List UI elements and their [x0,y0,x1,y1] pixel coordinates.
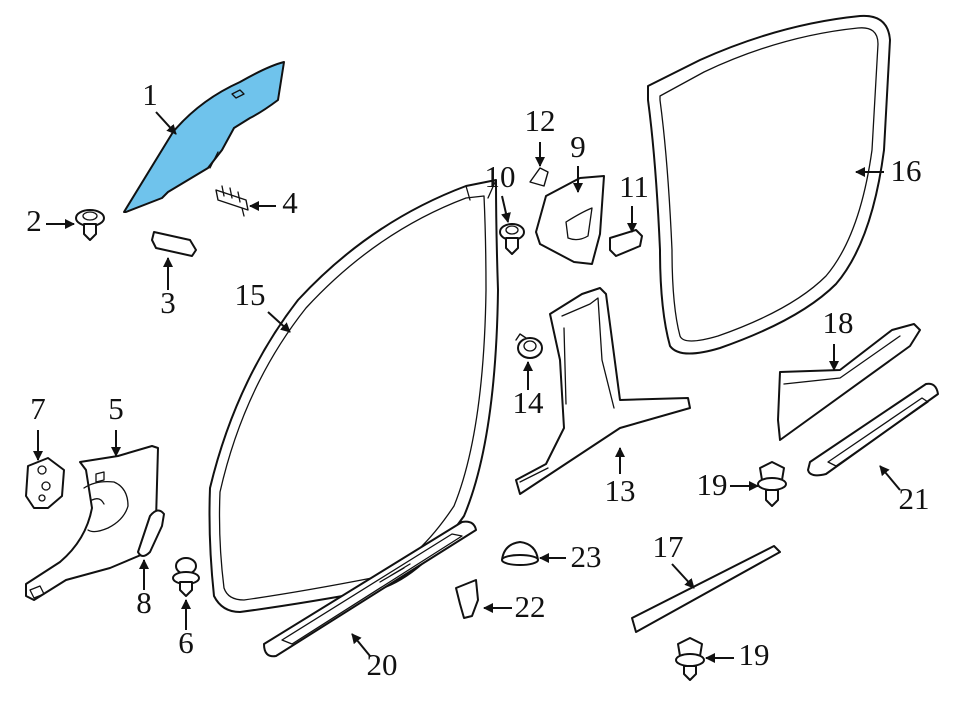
callout-1: 1 [142,77,158,112]
part-4-bracket[interactable] [215,185,249,217]
callout-22: 22 [515,589,546,624]
callout-2: 2 [26,203,42,238]
part-18-rear-sill-upper[interactable] [777,323,921,441]
leader-lines [33,111,901,663]
part-17-sill-strip[interactable] [631,545,781,633]
callout-7: 7 [30,391,46,426]
part-5-lower-trim[interactable] [25,445,159,601]
part-21-rear-sill-plate[interactable] [807,382,939,477]
leader-21 [879,465,901,491]
part-19-clip-lower[interactable] [675,637,705,681]
part-9-b-pillar-upper[interactable] [535,175,605,265]
callout-4: 4 [282,185,298,220]
callout-6: 6 [178,625,194,660]
part-23-grommet[interactable] [501,541,539,566]
part-22-clip[interactable] [455,579,479,619]
callout-20: 20 [367,647,398,682]
leader-15 [267,311,291,333]
callout-19b: 19 [739,637,770,672]
callout-17: 17 [653,529,684,564]
callout-19a: 19 [697,467,728,502]
callout-12: 12 [525,103,556,138]
part-13-b-pillar-lower[interactable] [515,287,691,495]
part-12-clip[interactable] [529,167,549,187]
part-10-clip[interactable] [499,223,525,255]
part-6-push-clip[interactable] [172,557,200,597]
callout-10: 10 [485,159,516,194]
callout-16: 16 [891,153,922,188]
part-7-bracket[interactable] [25,457,65,509]
callout-15: 15 [235,277,266,312]
part-2-clip[interactable] [75,209,105,241]
leader-10 [501,195,511,223]
callout-9: 9 [570,129,586,164]
part-1-a-pillar-trim[interactable] [123,61,285,213]
callout-13: 13 [605,473,636,508]
part-8-seal[interactable] [137,509,165,557]
callout-8: 8 [136,585,152,620]
callout-labels: 1 2 3 4 5 6 7 8 9 10 11 12 13 14 15 16 1… [26,77,929,682]
leader-20 [351,633,371,657]
callout-14: 14 [513,385,545,420]
leader-1 [155,111,177,135]
callout-5: 5 [108,391,124,426]
part-16-rear-door-seal[interactable] [647,14,891,355]
part-3-cover-cap[interactable] [151,231,197,257]
callout-3: 3 [160,285,176,320]
part-15-front-door-seal[interactable] [208,179,499,613]
part-20-front-sill-plate[interactable] [263,520,477,658]
callout-21: 21 [899,481,930,516]
callout-18: 18 [823,305,854,340]
part-14-clip[interactable] [515,333,543,359]
part-19-clip-upper[interactable] [757,461,787,507]
leader-17 [671,563,695,589]
callout-11: 11 [619,169,649,204]
part-11-cover[interactable] [609,229,643,257]
callout-23: 23 [571,539,602,574]
